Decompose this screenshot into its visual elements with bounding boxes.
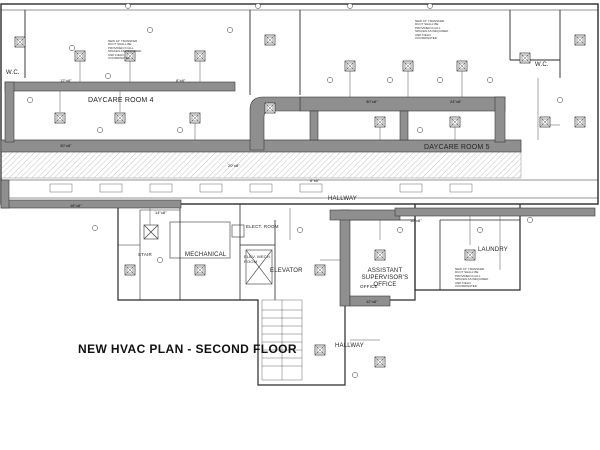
- transfer-duct-note: NEW 10" TRANSFER DUCT SHALL BE PROVIDED …: [108, 39, 142, 61]
- ductwork: [0, 81, 596, 307]
- duct-dimension: 8"x8": [176, 78, 186, 83]
- transfer-duct-note: NEW 10" TRANSFER DUCT SHALL BE PROVIDED …: [415, 19, 449, 41]
- duct-dimension: 10"x8": [410, 218, 422, 223]
- duct-dimension: 24"x8": [450, 99, 462, 104]
- laundry-label: LAUNDRY: [478, 247, 508, 253]
- duct-dimension: 14"x8": [155, 210, 167, 215]
- daycare-room-5-label: DAYCARE ROOM 5: [424, 144, 490, 151]
- plan-title: NEW HVAC PLAN - SECOND FLOOR: [78, 342, 297, 356]
- stair-label: STAIR: [138, 252, 152, 257]
- stair-flights: [261, 299, 303, 381]
- wc-right-label: W.C.: [535, 62, 549, 68]
- grid-markers: [125, 3, 433, 9]
- hallway-upper-label: HALLWAY: [328, 196, 357, 202]
- mechanical-units: [143, 221, 245, 259]
- duct-dimension: 18"x8": [70, 203, 82, 208]
- elevator-label: ELEVATOR: [270, 268, 303, 274]
- building-walls: [0, 3, 599, 386]
- hallway-lower-label: HALLWAY: [335, 343, 364, 349]
- elect-room-label: ELECT. ROOM: [246, 224, 279, 229]
- assistant-supervisors-office-label: ASSISTANT SUPERVISOR'S OFFICE: [361, 268, 409, 288]
- elev-mech-room-label: ELEV. MECH. ROOM: [244, 254, 272, 264]
- wc-left-label: W.C.: [6, 70, 20, 76]
- corridor-callouts: [49, 183, 473, 193]
- elevator-shaft: [245, 249, 273, 285]
- duct-dimension: 30"x8": [366, 99, 378, 104]
- transfer-duct-note: NEW 10" TRANSFER DUCT SHALL BE PROVIDED …: [455, 267, 489, 289]
- duct-dimension: 12"x8": [366, 299, 378, 304]
- duct-dimension: 6"x6": [310, 178, 320, 183]
- duct-dimension: 20"x8": [228, 163, 240, 168]
- duct-dimension: 30"x8": [60, 143, 72, 148]
- mechanical-label: MECHANICAL: [185, 252, 227, 258]
- duct-dimension: 12"x8": [60, 78, 72, 83]
- office-label: OFFICE: [360, 284, 378, 289]
- daycare-room-4-label: DAYCARE ROOM 4: [88, 97, 154, 104]
